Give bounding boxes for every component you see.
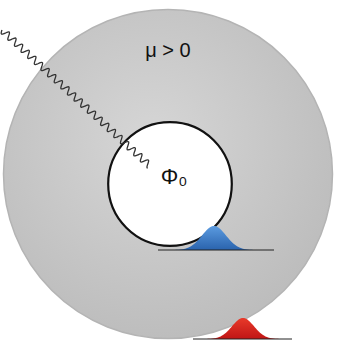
flux-label: Φ₀ (161, 165, 188, 189)
inner-edge-baseline (158, 250, 274, 251)
annulus-region-circle (4, 10, 333, 339)
outer-edge-mode (205, 318, 283, 339)
region-label: μ > 0 (145, 39, 190, 61)
outer-edge-baseline (193, 339, 292, 340)
inner-edge-mode (175, 226, 255, 250)
photon-wave (1, 30, 148, 168)
annulus-region: μ > 0 Φ₀ (2, 8, 334, 340)
